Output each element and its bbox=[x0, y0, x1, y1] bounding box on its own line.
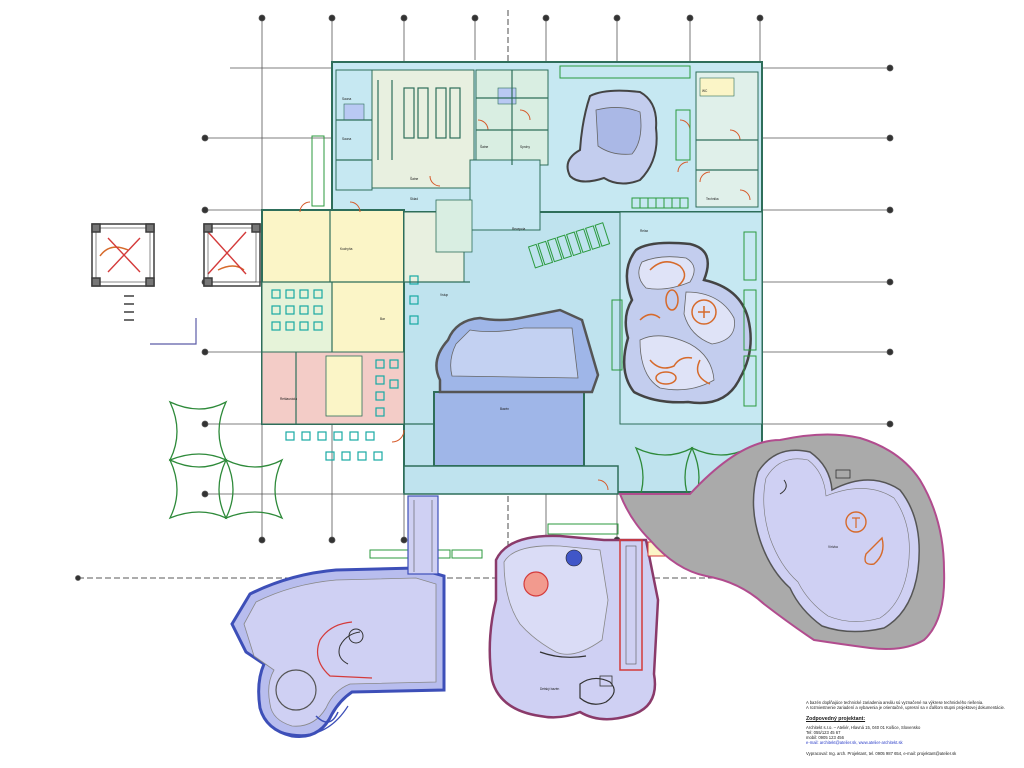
interior-walls bbox=[262, 70, 758, 425]
lift-crosses bbox=[107, 231, 247, 275]
note-line: A bazén dopĺňajúce technické zariadenia … bbox=[806, 700, 984, 705]
notes-heading: Zodpovedný projektant: bbox=[806, 716, 866, 722]
note-email-link[interactable]: e-mail: architekt@atelier.sk, www.atelie… bbox=[806, 740, 903, 745]
restaurant-tables bbox=[271, 275, 419, 461]
room-label: Šatne bbox=[480, 144, 489, 149]
room-label: Šatne bbox=[410, 176, 419, 181]
room-label: Sprchy bbox=[520, 145, 530, 149]
stair-towers bbox=[91, 223, 261, 345]
room-label: Reštaurácia bbox=[280, 397, 297, 401]
room-label: Vírivka bbox=[828, 545, 838, 549]
building-floorplate bbox=[261, 61, 763, 495]
room-label: Detský bazén bbox=[540, 687, 560, 691]
note-line: Vypracoval: Ing. arch. Projektant, tel. … bbox=[806, 751, 957, 756]
room-label: Kuchyňa bbox=[340, 247, 353, 251]
room-label: Vstup bbox=[440, 293, 448, 297]
outdoor-pool-center bbox=[488, 534, 667, 721]
drawing-notes: A bazén dopĺňajúce technické zariadenia … bbox=[806, 700, 1020, 756]
outdoor-pool-right bbox=[618, 433, 946, 650]
room-label: Recepcia bbox=[512, 227, 526, 231]
loungers bbox=[311, 65, 757, 559]
outdoor-pool-left bbox=[230, 495, 446, 739]
room-label: Sklad bbox=[410, 197, 418, 201]
room-label: Bazén bbox=[500, 407, 509, 411]
room-label: Technika bbox=[706, 197, 719, 201]
note-line: Tel: 055/123 45 67 bbox=[806, 730, 841, 735]
room-label: WC bbox=[702, 89, 708, 93]
room-label: Bar bbox=[380, 317, 386, 321]
room-label: Relax bbox=[640, 229, 649, 233]
room-labels: Sauna Sauna Šatne Šatne Sprchy WC Recepc… bbox=[280, 89, 838, 691]
note-line: mobil: 0905 123 456 bbox=[806, 735, 844, 740]
note-line: Architekt s.r.o. – Ateliér, Hlavná 15, 0… bbox=[806, 725, 921, 730]
room-label: Sauna bbox=[342, 97, 351, 101]
note-line: A rozmiestnenie zariadení a vybavenia je… bbox=[806, 705, 1006, 710]
door-swings bbox=[299, 109, 751, 491]
room-label: Sauna bbox=[342, 137, 351, 141]
